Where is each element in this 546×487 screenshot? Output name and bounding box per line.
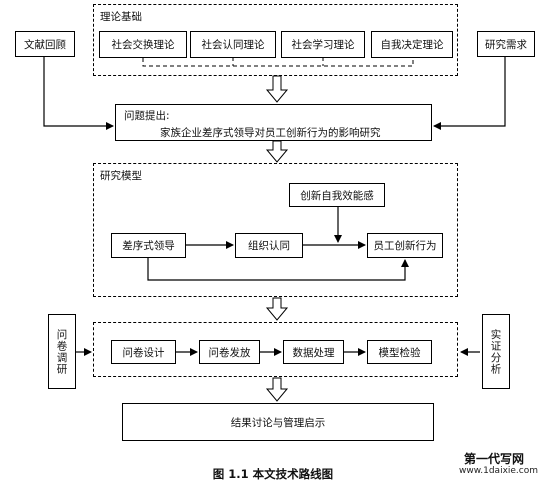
theory-title: 理论基础 xyxy=(100,11,142,23)
theory-box-self-determination: 自我决定理论 xyxy=(371,31,453,58)
arrow-leadership-to-behavior xyxy=(147,258,409,281)
theory-box-social-identity: 社会认同理论 xyxy=(190,31,276,58)
problem-label: 问题提出: xyxy=(124,110,170,122)
leadership-box: 差序式领导 xyxy=(111,233,186,258)
hollow-arrow-4 xyxy=(265,377,289,402)
step-questionnaire-distribution: 问卷发放 xyxy=(199,340,260,364)
watermark-title: 第一代写网 xyxy=(464,452,525,466)
conclusion-box: 结果讨论与管理启示 xyxy=(122,403,434,441)
identification-box: 组织认同 xyxy=(235,233,303,258)
empirical-method-box: 实证分析 xyxy=(482,314,510,389)
model-title: 研究模型 xyxy=(100,170,142,182)
method-frame xyxy=(93,322,458,377)
problem-box: 问题提出: 家族企业差序式领导对员工创新行为的影响研究 xyxy=(115,104,432,141)
arrow-need-to-problem xyxy=(433,56,506,130)
survey-method-box: 问卷调研 xyxy=(48,314,76,389)
hollow-arrow-1 xyxy=(265,75,289,103)
model-frame xyxy=(93,163,458,297)
hollow-arrow-3 xyxy=(265,297,289,321)
research-need-box: 研究需求 xyxy=(477,31,535,57)
literature-review-box: 文献回顾 xyxy=(15,31,75,57)
theory-box-social-learning: 社会学习理论 xyxy=(281,31,365,58)
theory-box-social-exchange: 社会交换理论 xyxy=(99,31,187,58)
step-data-processing: 数据处理 xyxy=(283,340,344,364)
arrow-literature-to-problem xyxy=(43,56,114,130)
behavior-box: 员工创新行为 xyxy=(367,233,443,258)
problem-text: 家族企业差序式领导对员工创新行为的影响研究 xyxy=(160,127,381,139)
hollow-arrow-2 xyxy=(265,140,289,163)
watermark-url: www.1daixie.com xyxy=(459,466,539,476)
figure-caption: 图 1.1 本文技术路线图 xyxy=(212,467,334,481)
theory-bracket xyxy=(142,58,414,67)
self-efficacy-box: 创新自我效能感 xyxy=(289,183,385,207)
step-model-test: 模型检验 xyxy=(367,340,432,364)
step-questionnaire-design: 问卷设计 xyxy=(111,340,176,364)
